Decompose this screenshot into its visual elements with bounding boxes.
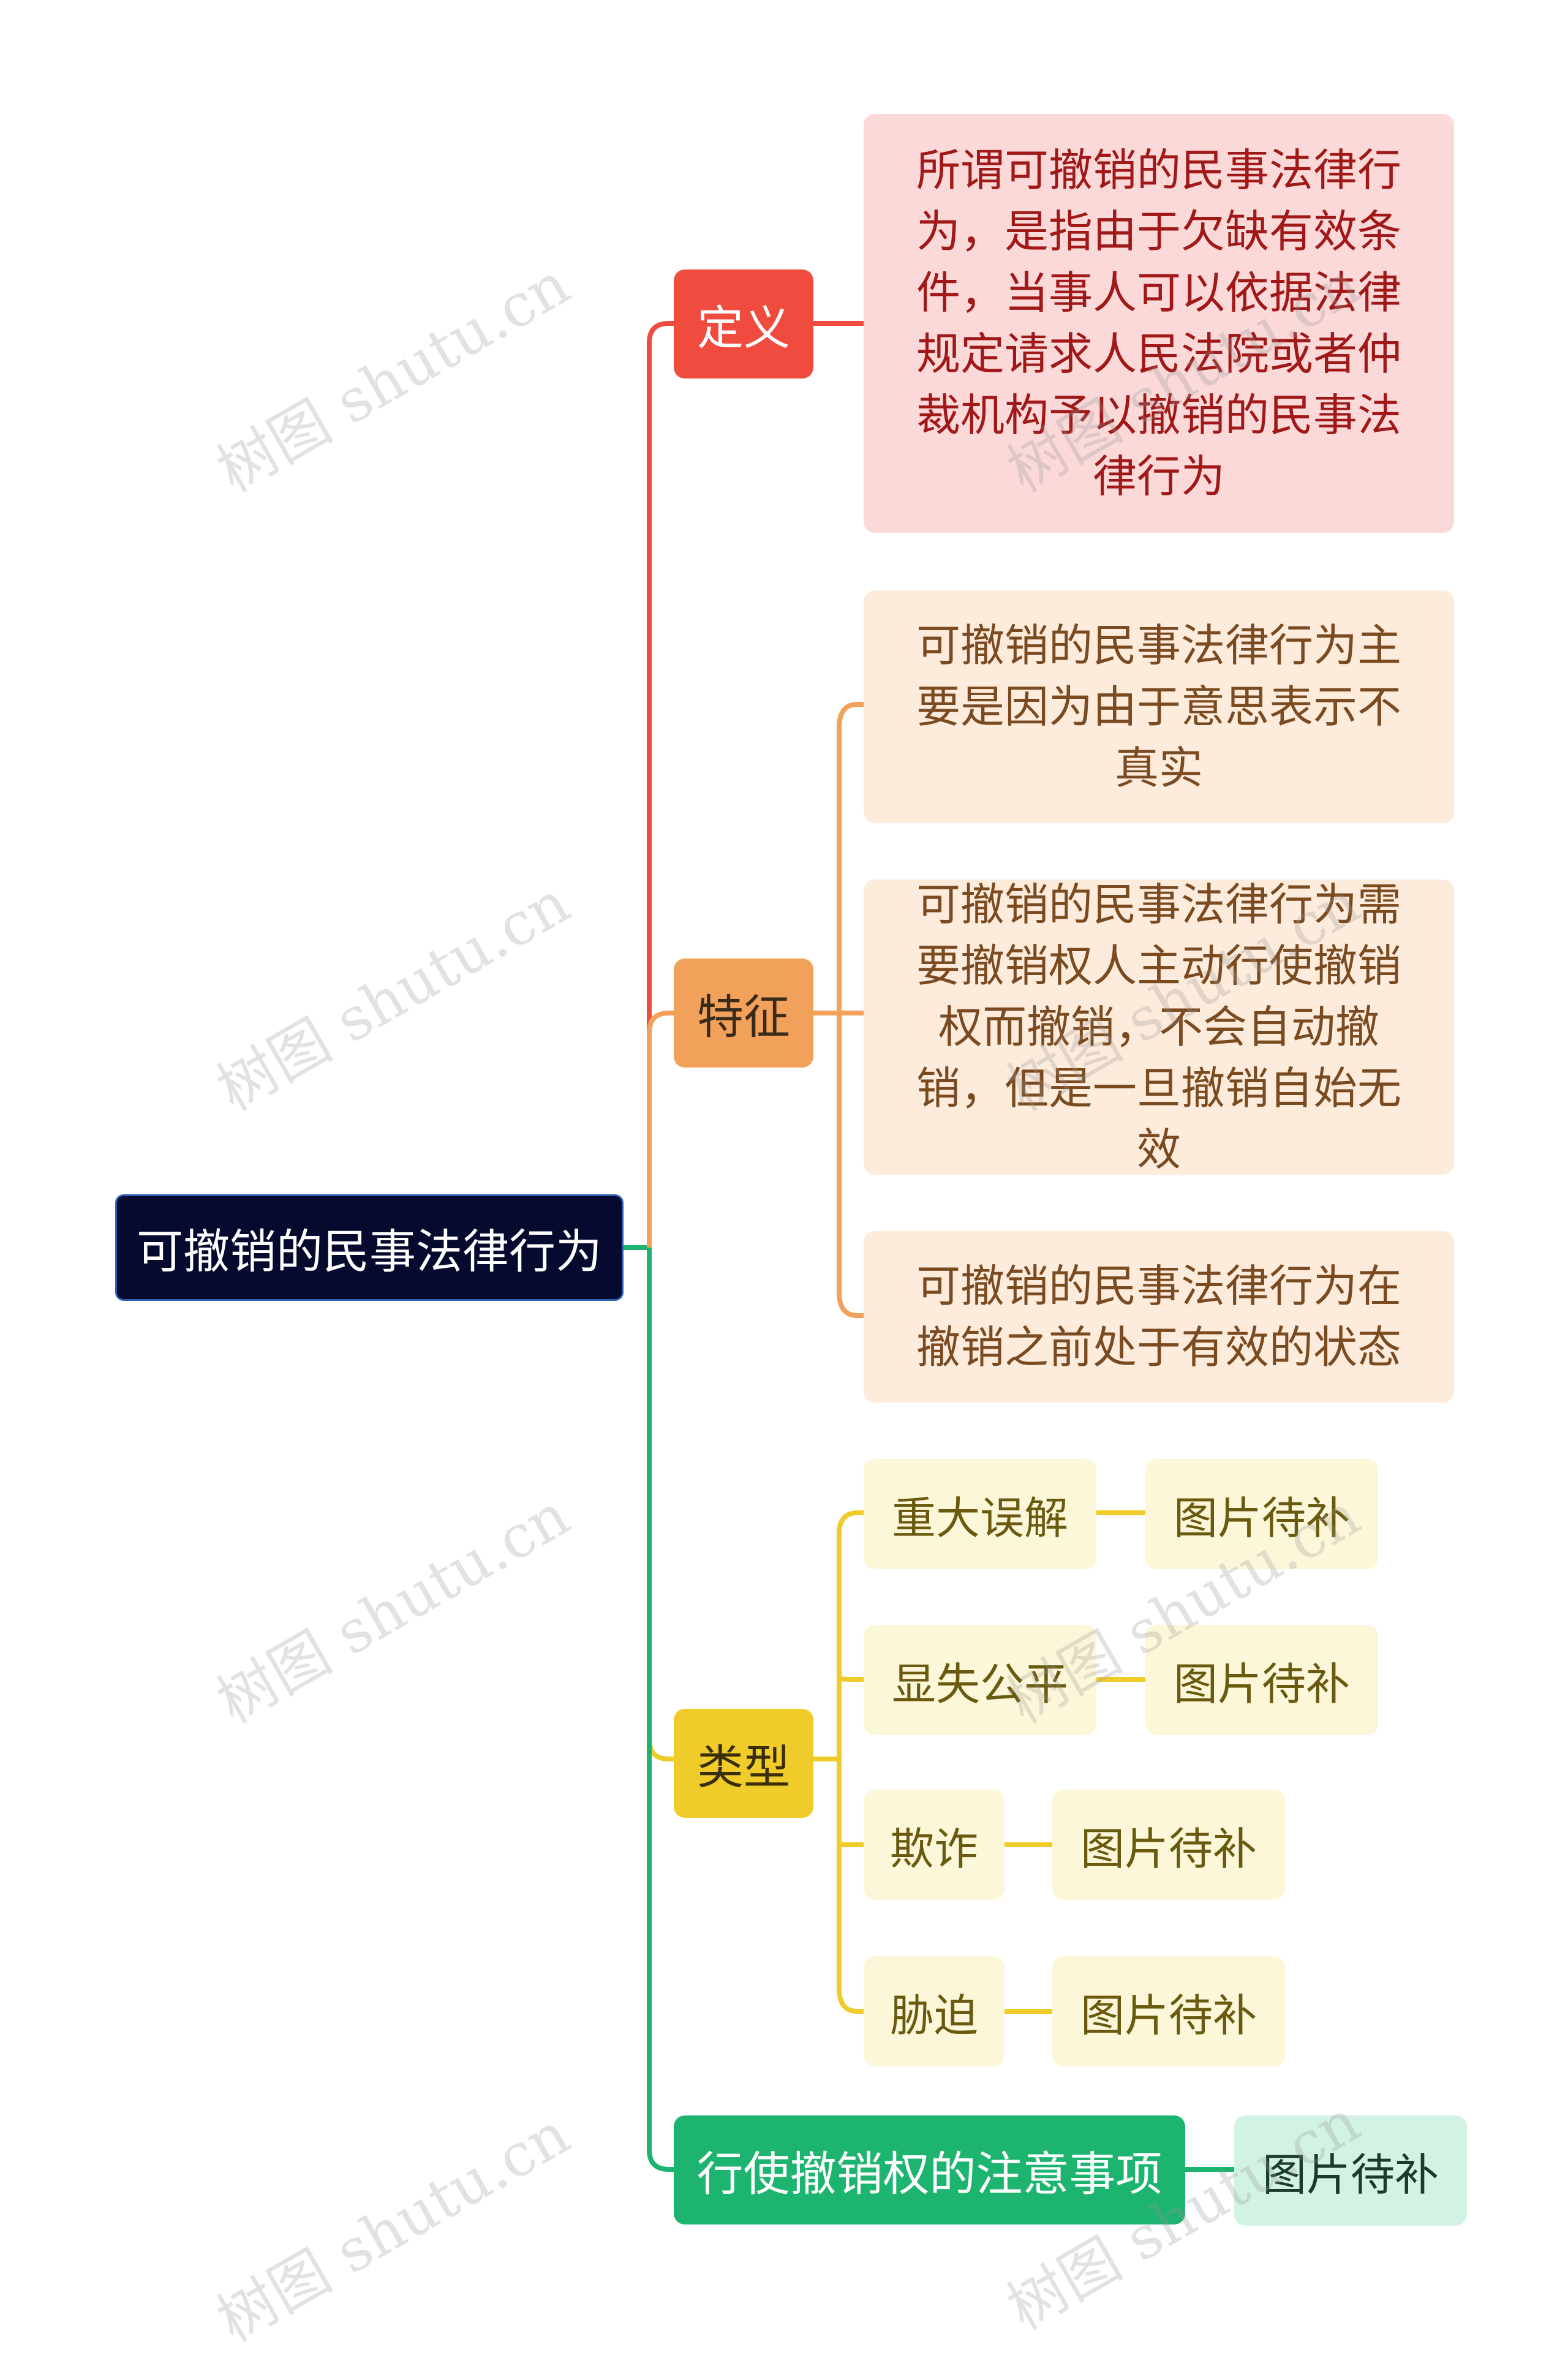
root-node[interactable]: 可撤销的民事法律行为 <box>115 1194 624 1301</box>
type-item-1[interactable]: 重大误解 <box>864 1459 1096 1569</box>
branch-features[interactable]: 特征 <box>674 959 813 1068</box>
type-item-3-label: 欺诈 <box>889 1823 978 1875</box>
branch-types-label: 类型 <box>697 1740 790 1795</box>
connector-types <box>647 1248 674 1761</box>
notes-child-label: 图片待补 <box>1262 2149 1439 2201</box>
type-item-1-child[interactable]: 图片待补 <box>1145 1459 1378 1569</box>
branch-definition[interactable]: 定义 <box>674 269 813 379</box>
connector-types-items <box>813 1510 864 2014</box>
type-item-1-child-label: 图片待补 <box>1173 1492 1350 1544</box>
branch-types[interactable]: 类型 <box>674 1709 813 1818</box>
type-item-2-label: 显失公平 <box>891 1658 1068 1710</box>
type-item-1-label: 重大误解 <box>891 1492 1068 1544</box>
root-label: 可撤销的民事法律行为 <box>137 1224 602 1279</box>
branch-notes[interactable]: 行使撤销权的注意事项 <box>674 2115 1185 2224</box>
type-item-2[interactable]: 显失公平 <box>864 1625 1096 1735</box>
feature-item-1[interactable]: 可撤销的民事法律行为主要是因为由于意思表示不真实 <box>864 590 1454 823</box>
connector-definition <box>647 321 674 1248</box>
connector-features <box>647 1011 674 1248</box>
definition-text: 所谓可撤销的民事法律行为，是指由于欠缺有效条件，当事人可以依据法律规定请求人民法… <box>916 145 1401 502</box>
type-item-2-child-label: 图片待补 <box>1173 1658 1350 1710</box>
feature-item-2[interactable]: 可撤销的民事法律行为需要撤销权人主动行使撤销权而撤销，不会自动撤销，但是一旦撤销… <box>864 879 1454 1175</box>
type-item-3[interactable]: 欺诈 <box>864 1790 1005 1900</box>
branch-notes-label: 行使撤销权的注意事项 <box>696 2147 1163 2201</box>
feature-item-2-text: 可撤销的民事法律行为需要撤销权人主动行使撤销权而撤销，不会自动撤销，但是一旦撤销… <box>916 879 1401 1175</box>
type-item-3-child[interactable]: 图片待补 <box>1052 1790 1285 1900</box>
branch-definition-label: 定义 <box>697 301 790 355</box>
feature-item-3-text: 可撤销的民事法律行为在撤销之前处于有效的状态 <box>916 1260 1401 1373</box>
definition-text-node[interactable]: 所谓可撤销的民事法律行为，是指由于欠缺有效条件，当事人可以依据法律规定请求人民法… <box>864 114 1454 533</box>
notes-child[interactable]: 图片待补 <box>1234 2115 1467 2226</box>
type-item-4-child-label: 图片待补 <box>1080 1989 1257 2041</box>
branch-features-label: 特征 <box>697 990 790 1044</box>
connector-notes <box>647 1248 674 2172</box>
feature-item-3[interactable]: 可撤销的民事法律行为在撤销之前处于有效的状态 <box>864 1231 1454 1403</box>
type-item-3-child-label: 图片待补 <box>1080 1823 1257 1875</box>
connector-features-items <box>813 702 864 1318</box>
feature-item-1-text: 可撤销的民事法律行为主要是因为由于意思表示不真实 <box>916 620 1401 794</box>
type-item-4[interactable]: 胁迫 <box>864 1956 1005 2066</box>
type-item-4-child[interactable]: 图片待补 <box>1052 1956 1285 2066</box>
type-item-4-label: 胁迫 <box>889 1989 978 2041</box>
type-item-2-child[interactable]: 图片待补 <box>1145 1625 1378 1735</box>
